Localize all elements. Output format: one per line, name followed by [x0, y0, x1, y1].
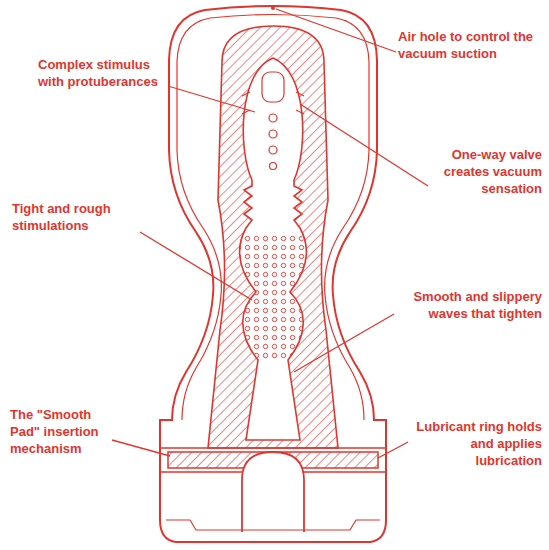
cavity [240, 58, 307, 440]
callout-label: Complex stimulus with protuberances [38, 56, 168, 90]
callout-label: The "Smooth Pad" insertion mechanism [10, 406, 114, 457]
air-hole [271, 6, 275, 10]
callout-label: Tight and rough stimulations [12, 200, 140, 234]
outer-shell [160, 6, 386, 542]
dotted-texture [240, 232, 307, 360]
callout-label: Smooth and slippery waves that tighten [396, 288, 542, 322]
leader-line [112, 9, 428, 458]
base-line [160, 447, 386, 449]
inner-shell-line [177, 18, 221, 420]
callout-label: Air hole to control the vacuum suction [398, 28, 540, 62]
sleeve [208, 26, 338, 448]
base-foot [166, 520, 380, 530]
protuberances [242, 72, 304, 170]
callout-label: Lubricant ring holds and applies lubrica… [410, 418, 542, 469]
callout-label: One-way valve creates vacuum sensation [430, 146, 542, 197]
opening [242, 452, 304, 532]
